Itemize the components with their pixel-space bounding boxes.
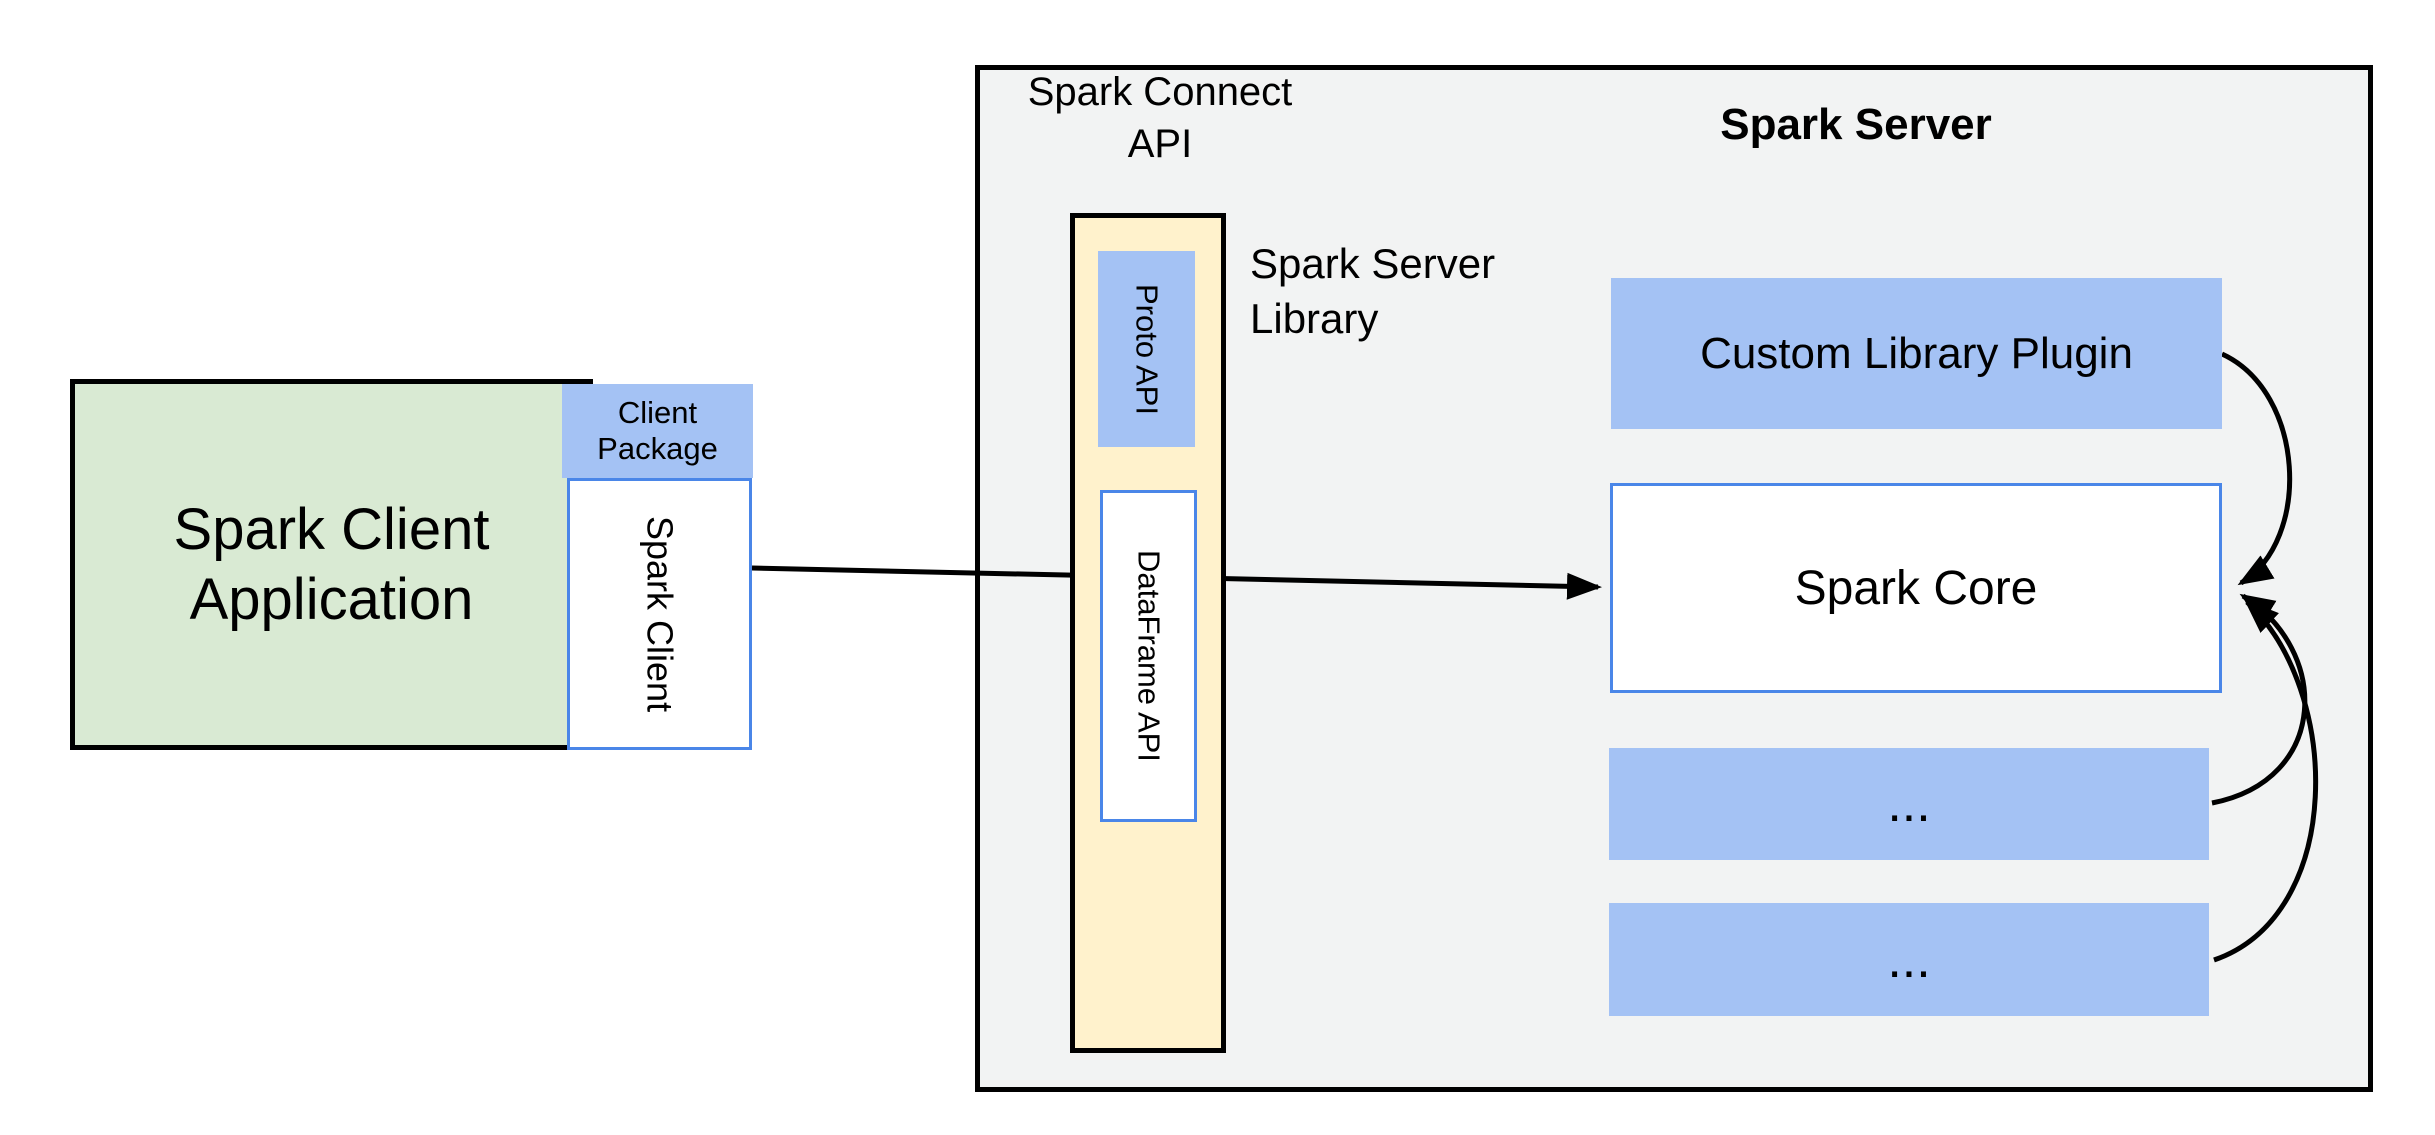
client-package-box: Client Package (562, 384, 753, 478)
custom-library-plugin-box: Custom Library Plugin (1611, 278, 2222, 429)
spark-connect-api-title-text: Spark Connect API (1027, 70, 1293, 166)
extension-box-1: ... (1609, 748, 2209, 860)
client-package-label: Client Package (597, 395, 718, 466)
dataframe-api-box: DataFrame API (1100, 490, 1197, 822)
spark-server-library-label: Spark Server Library (1250, 236, 1590, 346)
spark-client-box: Spark Client (567, 478, 752, 750)
spark-client-label: Spark Client (639, 515, 681, 713)
proto-api-box: Proto API (1098, 251, 1195, 447)
extension-box-1-label: ... (1887, 775, 1931, 833)
spark-connect-api-title: Spark Connect API (1005, 66, 1315, 170)
spark-client-application-label: Spark Client Application (173, 496, 490, 632)
spark-core-label: Spark Core (1794, 561, 2038, 615)
spark-server-library-label-text: Spark Server Library (1250, 240, 1496, 342)
spark-core-box: Spark Core (1610, 483, 2222, 693)
spark-client-application-box: Spark Client Application (70, 379, 593, 750)
proto-api-label: Proto API (1129, 283, 1165, 415)
custom-library-plugin-label: Custom Library Plugin (1700, 328, 2133, 378)
spark-server-title: Spark Server (1720, 100, 1992, 149)
extension-box-2-label: ... (1887, 930, 1931, 989)
dataframe-api-label: DataFrame API (1131, 550, 1167, 762)
extension-box-2: ... (1609, 903, 2209, 1016)
